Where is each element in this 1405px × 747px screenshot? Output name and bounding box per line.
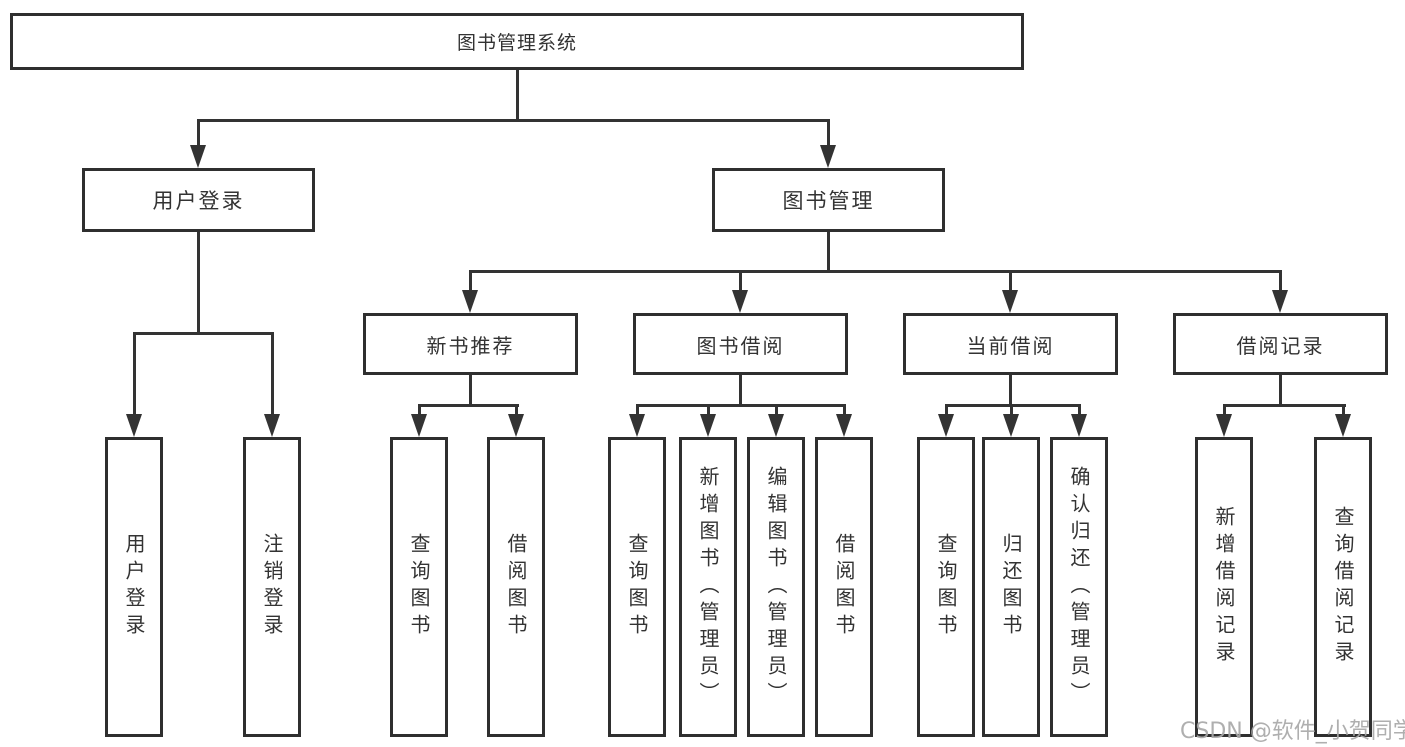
arrowhead-down-icon [126,414,142,437]
arrowhead-down-icon [462,290,478,313]
connector-segment [515,404,518,418]
connector-segment [271,332,274,418]
node-leaf-query-books-3: 查询图书 [917,437,975,737]
node-new-book-recommend-label: 新书推荐 [426,333,515,358]
node-leaf-confirm-return-admin-label: 确认归还（管理员） [1067,465,1091,709]
connector-segment [197,232,200,335]
arrowhead-down-icon [1335,414,1351,437]
arrowhead-down-icon [768,414,784,437]
arrowhead-down-icon [732,290,748,313]
arrowhead-down-icon [1216,414,1232,437]
node-leaf-borrow-books-2: 借阅图书 [815,437,873,737]
connector-segment [418,404,519,407]
arrowhead-down-icon [938,414,954,437]
connector-segment [197,119,200,149]
node-leaf-query-books-2-label: 查询图书 [625,533,649,641]
arrowhead-down-icon [820,145,836,168]
node-borrow-records: 借阅记录 [1173,313,1388,375]
node-leaf-edit-books-admin: 编辑图书（管理员） [747,437,805,737]
arrowhead-down-icon [700,414,716,437]
csdn-watermark: CSDN @软件_小贺同学 [1180,719,1405,744]
connector-segment [707,404,710,418]
connector-segment [1009,270,1012,294]
node-leaf-edit-books-admin-label: 编辑图书（管理员） [764,465,788,709]
connector-segment [1223,404,1226,418]
node-leaf-return-books-label: 归还图书 [999,533,1023,641]
node-leaf-add-borrow-record-label: 新增借阅记录 [1212,506,1236,668]
node-leaf-add-books-admin-label: 新增图书（管理员） [696,465,720,709]
connector-segment [1279,270,1282,294]
node-leaf-confirm-return-admin: 确认归还（管理员） [1050,437,1108,737]
connector-segment [469,270,472,294]
node-leaf-user-login-label: 用户登录 [122,533,146,641]
node-book-management-label: 图书管理 [782,189,875,213]
arrowhead-down-icon [1071,414,1087,437]
connector-segment [739,375,742,407]
connector-segment [775,404,778,418]
connector-segment [133,332,274,335]
connector-segment [636,404,846,407]
connector-segment [469,375,472,407]
node-leaf-add-books-admin: 新增图书（管理员） [679,437,737,737]
connector-segment [827,232,830,273]
node-leaf-add-borrow-record: 新增借阅记录 [1195,437,1253,737]
node-leaf-query-books-3-label: 查询图书 [934,533,958,641]
node-leaf-query-books-1-label: 查询图书 [407,533,431,641]
node-borrow-records-label: 借阅记录 [1236,333,1325,358]
connector-segment [516,70,519,122]
node-leaf-logout-label: 注销登录 [260,533,284,641]
node-current-borrow-label: 当前借阅 [966,333,1055,358]
node-leaf-borrow-books-1: 借阅图书 [487,437,545,737]
node-leaf-query-books-1: 查询图书 [390,437,448,737]
node-leaf-borrow-books-1-label: 借阅图书 [504,533,528,641]
node-new-book-recommend: 新书推荐 [363,313,578,375]
node-leaf-query-borrow-record-label: 查询借阅记录 [1331,506,1355,668]
connector-segment [1010,404,1013,418]
connector-segment [636,404,639,418]
connector-segment [843,404,846,418]
node-current-borrow: 当前借阅 [903,313,1118,375]
connector-segment [133,332,136,418]
node-leaf-borrow-books-2-label: 借阅图书 [832,533,856,641]
node-book-borrow: 图书借阅 [633,313,848,375]
connector-segment [197,119,830,122]
node-leaf-return-books: 归还图书 [982,437,1040,737]
connector-segment [827,119,830,149]
arrowhead-down-icon [508,414,524,437]
connector-segment [1342,404,1345,418]
arrowhead-down-icon [836,414,852,437]
arrowhead-down-icon [190,145,206,168]
arrowhead-down-icon [411,414,427,437]
arrowhead-down-icon [1272,290,1288,313]
connector-segment [1009,375,1012,407]
node-leaf-logout: 注销登录 [243,437,301,737]
node-leaf-query-books-2: 查询图书 [608,437,666,737]
node-leaf-user-login: 用户登录 [105,437,163,737]
connector-segment [739,270,742,294]
arrowhead-down-icon [1002,290,1018,313]
node-book-management: 图书管理 [712,168,945,232]
connector-segment [945,404,948,418]
node-leaf-query-borrow-record: 查询借阅记录 [1314,437,1372,737]
node-user-login: 用户登录 [82,168,315,232]
node-root-label: 图书管理系统 [456,32,577,54]
node-user-login-label: 用户登录 [152,189,245,213]
node-root: 图书管理系统 [10,13,1024,70]
arrowhead-down-icon [1003,414,1019,437]
connector-segment [1223,404,1346,407]
connector-segment [469,270,1282,273]
arrowhead-down-icon [264,414,280,437]
connector-segment [1078,404,1081,418]
connector-segment [418,404,421,418]
node-book-borrow-label: 图书借阅 [696,333,785,358]
arrowhead-down-icon [629,414,645,437]
connector-segment [945,404,1081,407]
connector-segment [1279,375,1282,407]
